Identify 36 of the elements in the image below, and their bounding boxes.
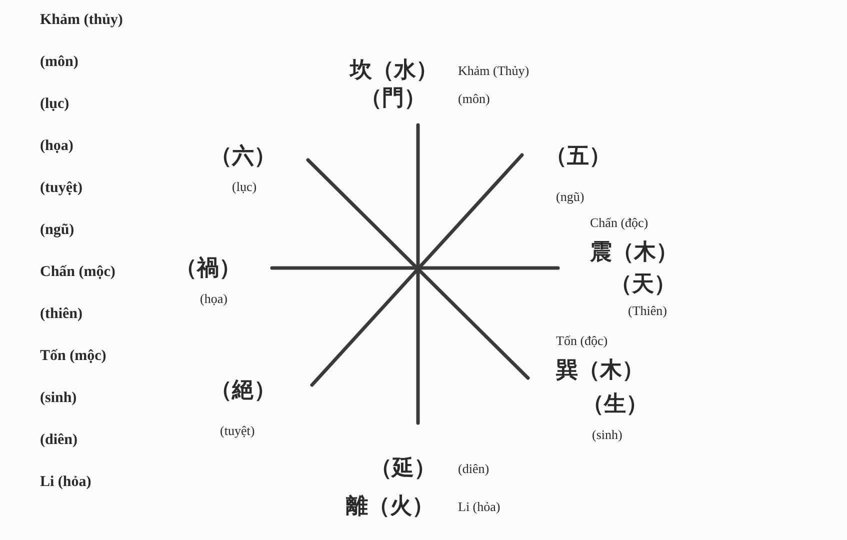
direction-label: Tốn (độc) <box>556 334 608 348</box>
legend-term: (diên) <box>40 432 78 448</box>
direction-label: （門） <box>360 86 426 110</box>
legend-term: (sinh) <box>40 390 77 406</box>
legend-term: Khảm (thủy) <box>40 12 123 28</box>
direction-label: Li (hỏa) <box>458 500 500 514</box>
direction-label: (ngũ) <box>556 190 584 204</box>
direction-label: （絕） <box>210 378 276 402</box>
direction-label: （禍） <box>175 256 241 280</box>
legend-term: Tốn (mộc) <box>40 348 106 364</box>
direction-label: （延） <box>370 456 436 480</box>
direction-label: （六） <box>210 144 276 168</box>
legend-term: Li (hỏa) <box>40 474 92 490</box>
legend-term: (ngũ) <box>40 222 74 238</box>
legend-term: (tuyệt) <box>40 180 82 196</box>
direction-label: 坎（水） <box>350 58 438 82</box>
direction-label: Khảm (Thủy) <box>458 64 530 78</box>
legend-term: Chấn (mộc) <box>40 264 116 280</box>
legend-term: (lục) <box>40 96 70 112</box>
direction-label: (họa) <box>200 292 228 306</box>
direction-label: (môn) <box>458 92 490 106</box>
direction-label: (lục) <box>232 180 257 194</box>
direction-label: 離（火） <box>346 494 434 518</box>
direction-label: 震（木） <box>590 240 678 264</box>
direction-label: (sinh) <box>592 428 622 442</box>
legend-term: (thiên) <box>40 306 82 322</box>
legend-term: (môn) <box>40 54 78 70</box>
direction-label: (diên) <box>458 462 490 476</box>
direction-label: （生） <box>582 392 648 416</box>
direction-label: (Thiên) <box>628 304 667 318</box>
direction-label: Chấn (độc) <box>590 216 648 230</box>
legend-term: (họa) <box>40 138 74 154</box>
direction-label: (tuyệt) <box>220 424 255 438</box>
direction-label: 巽（木） <box>556 358 644 382</box>
direction-label: （天） <box>610 272 676 296</box>
direction-label: （五） <box>545 144 611 168</box>
